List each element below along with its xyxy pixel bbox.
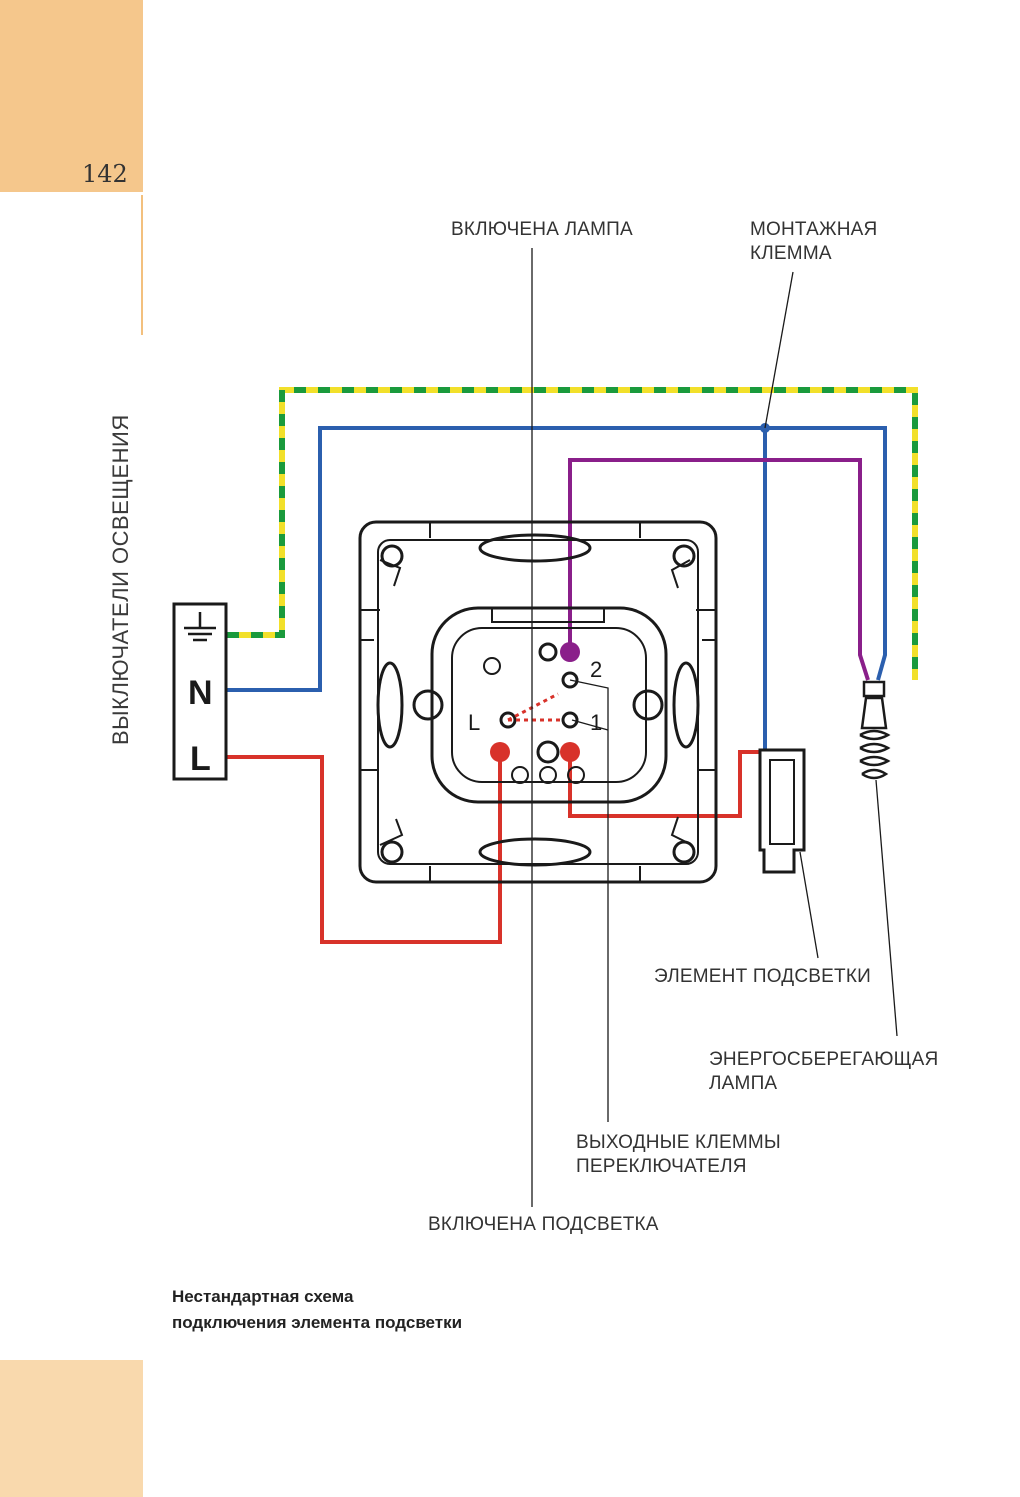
figure-caption: Нестандартная схема подключения элемента… <box>172 1287 463 1332</box>
terminal-l-label: L <box>190 740 211 778</box>
terminal-red-left <box>490 742 510 762</box>
page-tab-top <box>0 0 143 192</box>
leader-lines <box>531 248 898 1207</box>
label-switch-output-terminals: ВЫХОДНЫЕ КЛЕММЫ ПЕРЕКЛЮЧАТЕЛЯ <box>576 1132 781 1177</box>
terminal-2-purple <box>560 642 580 662</box>
terminal-n-label: N <box>188 674 213 712</box>
line-wire <box>227 752 502 944</box>
ground-icon <box>184 612 216 642</box>
lamp-wire <box>568 458 870 681</box>
backlight-element <box>758 748 806 874</box>
label-mounting-terminal: МОНТАЖНАЯ КЛЕММА <box>750 219 878 264</box>
terminal-1-output <box>561 711 579 729</box>
page-number: 142 <box>82 160 128 188</box>
switch-marking-2: 2 <box>590 657 602 682</box>
label-backlight-element: ЭЛЕМЕНТ ПОДСВЕТКИ <box>654 966 871 987</box>
switch-marking-l: L <box>468 710 480 735</box>
energy-saving-lamp-icon <box>859 680 891 780</box>
label-energy-saving-lamp: ЭНЕРГОСБЕРЕГАЮЩАЯ ЛАМПА <box>709 1049 939 1094</box>
neutral-wire <box>227 426 887 692</box>
switch-marking-1: 1 <box>590 710 602 735</box>
page-tab-bottom <box>0 1360 143 1497</box>
switch-contact-lines <box>507 692 562 722</box>
backlight-wire <box>568 750 760 818</box>
earth-wire <box>227 387 918 680</box>
label-backlight-on: ВКЛЮЧЕНА ПОДСВЕТКА <box>428 1214 659 1235</box>
switch-mechanism <box>358 520 718 884</box>
label-lamp-on: ВКЛЮЧЕНА ЛАМПА <box>451 219 633 240</box>
terminal-red-right <box>560 742 580 762</box>
side-rule <box>141 195 143 335</box>
